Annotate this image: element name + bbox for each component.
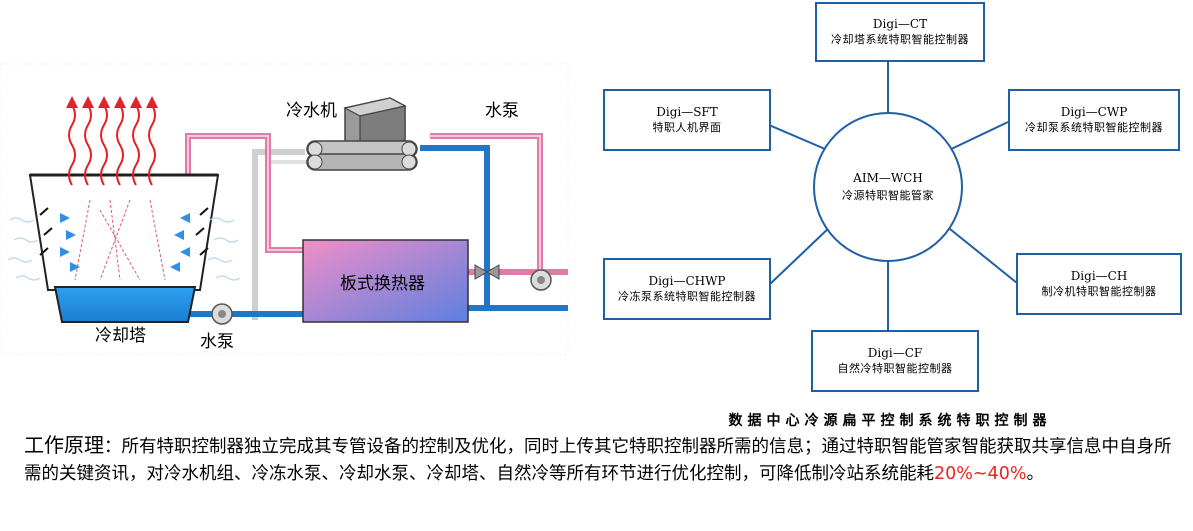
node-digi-chwp: Digi—CHWP 冷冻泵系统特职智能控制器 xyxy=(603,258,771,320)
pump-icon xyxy=(211,303,233,325)
node-name: 制冷机特职智能控制器 xyxy=(1041,285,1157,298)
node-id: Digi—CHWP xyxy=(648,274,726,288)
cooling-schematic: 冷水机 水泵 冷却塔 水泵 板式换热器 xyxy=(0,63,569,355)
node-digi-ch: Digi—CH 制冷机特职智能控制器 xyxy=(1016,253,1182,315)
pump-bottom-label: 水泵 xyxy=(200,332,234,352)
hub-name: 冷源特职智能管家 xyxy=(842,189,934,202)
node-digi-ct: Digi—CT 冷却塔系统特职智能控制器 xyxy=(815,2,985,62)
heat-exchanger-label: 板式换热器 xyxy=(340,274,425,294)
node-id: Digi—CT xyxy=(872,17,928,31)
chiller xyxy=(306,97,418,171)
link-ch xyxy=(944,224,1018,284)
pump-top-label: 水泵 xyxy=(485,101,519,121)
network-caption: 数据中心冷源扁平控制系统特职控制器 xyxy=(728,413,1052,429)
description-text: ：所有特职控制器独立完成其专管设备的控制及优化，同时上传其它特职控制器所需的信息… xyxy=(24,437,1172,484)
node-digi-sft: Digi—SFT 特职人机界面 xyxy=(603,89,771,151)
hub-id: AIM—WCH xyxy=(853,171,923,185)
node-id: Digi—CF xyxy=(867,346,923,360)
node-id: Digi—SFT xyxy=(656,105,718,119)
node-name: 冷却泵系统特职智能控制器 xyxy=(1025,121,1163,134)
node-name: 特职人机界面 xyxy=(652,121,722,134)
link-sft xyxy=(768,124,833,153)
node-id: Digi—CH xyxy=(1070,269,1128,283)
node-digi-cwp: Digi—CWP 冷却泵系统特职智能控制器 xyxy=(1008,89,1180,151)
description-end: 。 xyxy=(1026,464,1044,484)
node-name: 自然冷特职智能控制器 xyxy=(837,362,953,375)
node-digi-cf: Digi—CF 自然冷特职智能控制器 xyxy=(811,330,979,392)
valve-icon xyxy=(474,264,500,280)
heat-arrows xyxy=(68,104,156,186)
cooling-tower-label: 冷却塔 xyxy=(95,326,146,346)
link-chwp xyxy=(768,224,833,286)
node-name: 冷却塔系统特职智能控制器 xyxy=(831,33,969,46)
description-lead: 工作原理 xyxy=(24,433,104,457)
plate-heat-exchanger xyxy=(302,239,469,323)
node-id: Digi—CWP xyxy=(1060,105,1128,119)
hub-aim-wch: AIM—WCH 冷源特职智能管家 xyxy=(813,112,963,262)
cooling-tower xyxy=(7,173,241,323)
description: 工作原理：所有特职控制器独立完成其专管设备的控制及优化，同时上传其它特职控制器所… xyxy=(24,432,1184,488)
link-cwp xyxy=(944,121,1009,153)
chiller-label: 冷水机 xyxy=(286,101,337,121)
description-highlight: 20%~40% xyxy=(934,464,1027,484)
node-name: 冷冻泵系统特职智能控制器 xyxy=(618,290,756,303)
pump-icon xyxy=(530,269,552,291)
